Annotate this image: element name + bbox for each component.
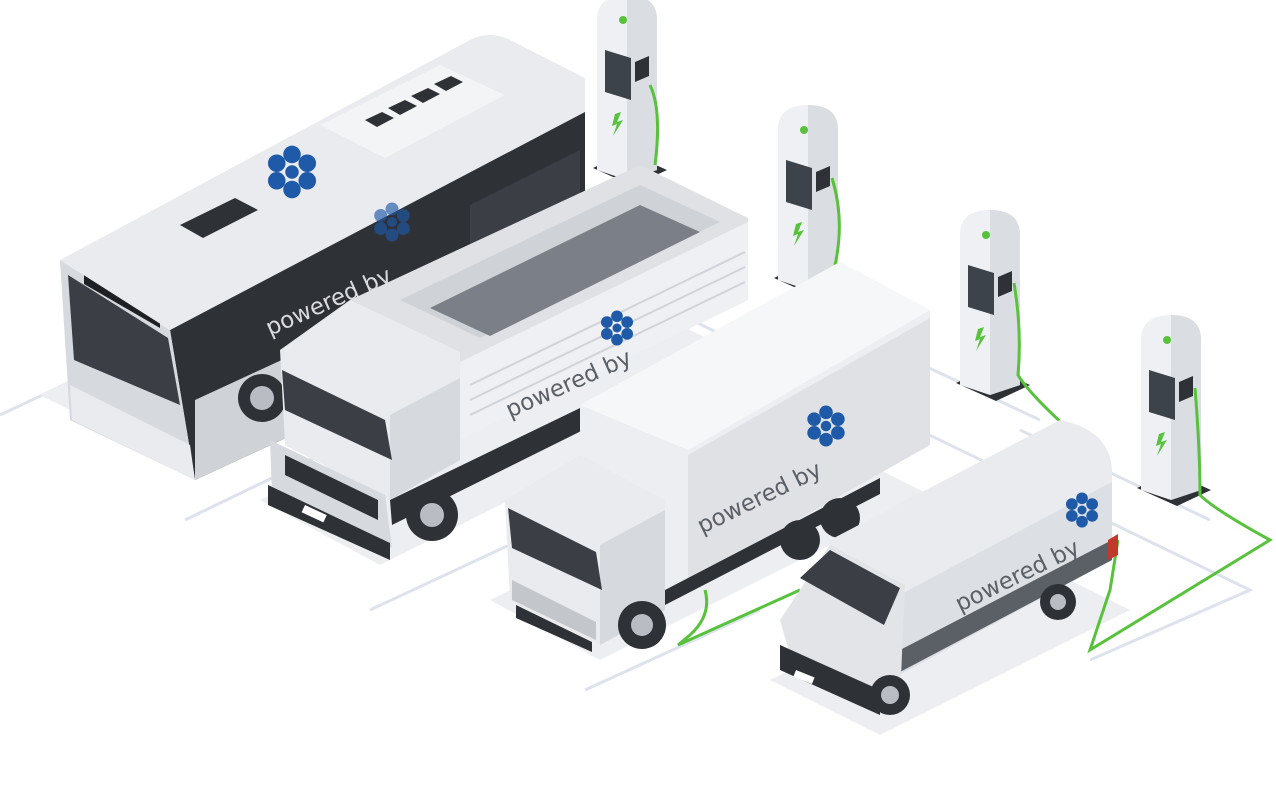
- van: powered by: [780, 420, 1118, 715]
- charging-station: [774, 105, 848, 296]
- license-plate: [301, 505, 327, 523]
- charging-station: [956, 210, 1076, 437]
- box-truck: powered by: [505, 262, 930, 652]
- charger-cable: [648, 84, 660, 166]
- roof-vents: [365, 76, 463, 127]
- charger-cable: [830, 177, 841, 266]
- charger-cable: [1087, 387, 1273, 654]
- charger-cable: [1012, 282, 1076, 437]
- license-plate: [793, 670, 815, 684]
- charging-station: [1087, 315, 1273, 654]
- charging-station: [593, 0, 667, 186]
- charging-cable: [677, 588, 801, 647]
